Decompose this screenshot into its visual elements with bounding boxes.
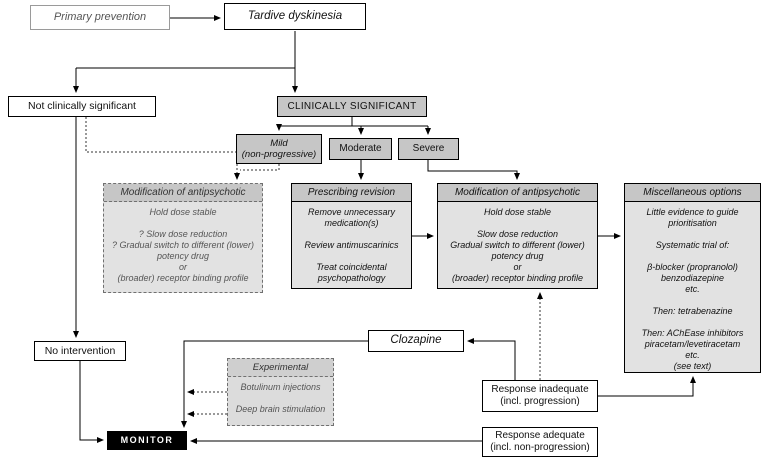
panel-body: Botulinum injections Deep brain stimulat… <box>235 382 326 414</box>
panel-title: Modification of antipsychotic <box>438 184 597 202</box>
panel-title: Experimental <box>228 359 333 377</box>
panel-experimental: Experimental Botulinum injections Deep b… <box>227 358 334 426</box>
node-not-clinically-significant: Not clinically significant <box>8 96 156 117</box>
node-tardive-dyskinesia: Tardive dyskinesia <box>224 3 366 30</box>
panel-title: Modification of antipsychotic <box>104 184 262 202</box>
node-monitor: MONITOR <box>107 431 187 450</box>
panel-modification-of-antipsychotic-tentative: Modification of antipsychotic Hold dose … <box>103 183 263 293</box>
node-response-adequate: Response adequate (incl. non-progression… <box>482 427 598 457</box>
panel-body: Hold dose stable ? Slow dose reduction ?… <box>111 207 255 283</box>
node-clinically-significant: CLINICALLY SIGNIFICANT <box>277 96 427 117</box>
panel-title: Miscellaneous options <box>625 184 760 202</box>
node-moderate: Moderate <box>329 138 392 160</box>
panel-body: Remove unnecessary medication(s) Review … <box>304 207 399 283</box>
node-mild: Mild (non-progressive) <box>236 134 322 164</box>
node-response-inadequate: Response inadequate (incl. progression) <box>482 380 598 412</box>
panel-body: Hold dose stable Slow dose reduction Gra… <box>450 207 585 283</box>
panel-title: Prescribing revision <box>292 184 411 202</box>
node-severe: Severe <box>398 138 459 160</box>
panel-modification-of-antipsychotic: Modification of antipsychotic Hold dose … <box>437 183 598 289</box>
panel-body: Little evidence to guide prioritisation … <box>641 207 744 371</box>
node-clozapine: Clozapine <box>368 330 464 352</box>
node-no-intervention: No intervention <box>34 341 126 361</box>
panel-prescribing-revision: Prescribing revision Remove unnecessary … <box>291 183 412 289</box>
node-primary-prevention: Primary prevention <box>30 5 170 30</box>
panel-miscellaneous-options: Miscellaneous options Little evidence to… <box>624 183 761 373</box>
